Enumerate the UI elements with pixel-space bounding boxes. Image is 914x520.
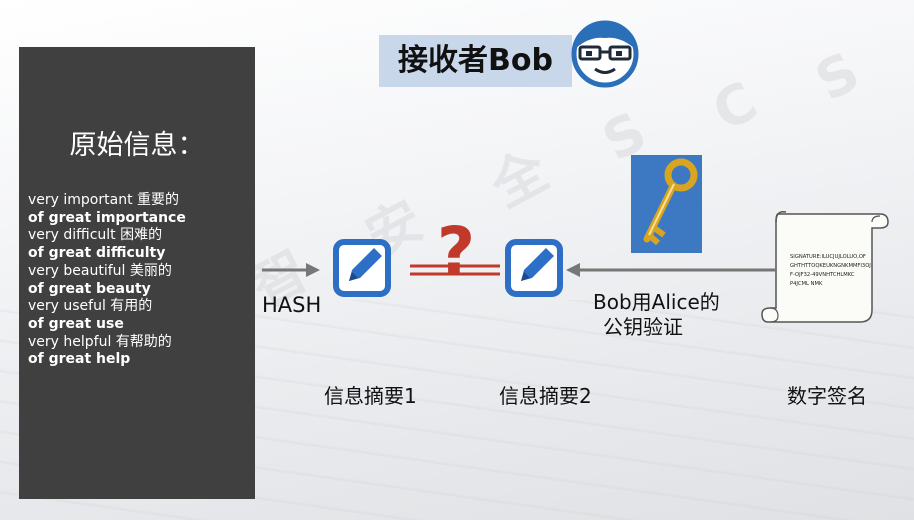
message-line: very helpful 有帮助的 xyxy=(28,333,172,350)
watermark-char: S xyxy=(805,39,870,114)
receiver-title: 接收者Bob xyxy=(379,35,572,87)
message-line: very important 重要的 xyxy=(28,192,180,208)
signature-text: GHTHTTOQKEUKNGNKMMFI3OJ xyxy=(790,263,871,269)
signature-text: F-OJF32-49VNHTCHLMKC xyxy=(790,272,855,278)
signature-text: SIGNATURE:ILUCJUJLOLUO,OF xyxy=(790,254,866,260)
message-line: of great beauty xyxy=(28,280,151,297)
panel-title: 原始信息： xyxy=(69,130,205,161)
verify-label-line1: Bob用Alice的 xyxy=(593,290,720,314)
message-lines: very important 重要的 of great importance v… xyxy=(28,192,253,369)
verify-arrow xyxy=(566,263,776,277)
watermark-char: C xyxy=(702,69,768,144)
message-line: very difficult 困难的 xyxy=(28,227,163,244)
key-icon xyxy=(631,155,702,253)
digest1-doc-icon xyxy=(333,239,391,297)
compare-lines xyxy=(410,264,500,276)
avatar-icon xyxy=(571,20,639,88)
message-line: of great difficulty xyxy=(28,245,166,262)
signature-scroll: SIGNATURE:ILUCJUJLOLUO,OF GHTHTTOQKEUKNG… xyxy=(761,210,889,323)
message-line: very beautiful 美丽的 xyxy=(28,262,172,279)
signature-text: P4JCML NMK xyxy=(790,281,823,287)
digest1-label: 信息摘要1 xyxy=(324,384,417,408)
question-mark: ? xyxy=(436,213,476,290)
message-line: of great importance xyxy=(28,209,186,226)
message-line: very useful 有用的 xyxy=(28,298,153,315)
watermark-char: 全 xyxy=(480,138,558,220)
message-line: of great help xyxy=(28,351,131,368)
signature-label: 数字签名 xyxy=(787,384,867,408)
hash-label: HASH xyxy=(262,293,322,317)
verify-label-line2: 公钥验证 xyxy=(603,315,683,339)
hash-arrow xyxy=(262,263,320,277)
source-message-panel: 原始信息： very important 重要的 of great import… xyxy=(19,47,255,499)
message-line: of great use xyxy=(28,315,124,332)
digest2-label: 信息摘要2 xyxy=(499,384,592,408)
digest2-doc-icon xyxy=(505,239,563,297)
